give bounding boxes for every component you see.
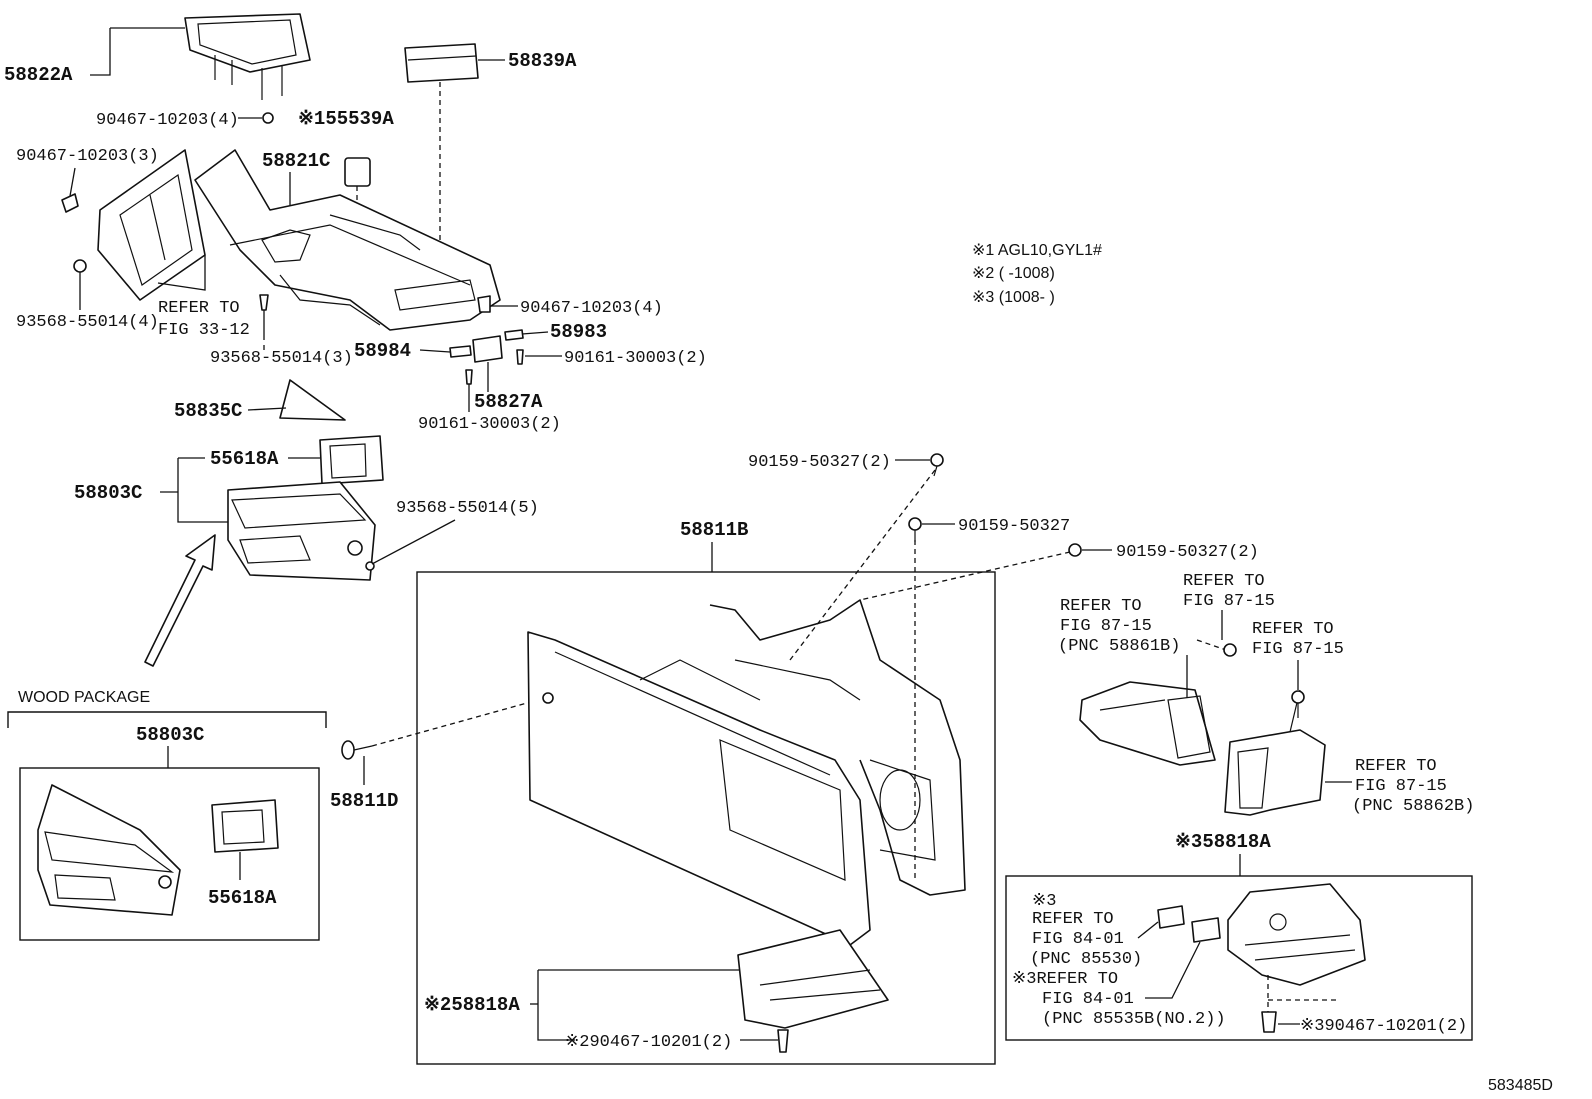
arrow-icon <box>144 534 216 667</box>
label-90467-10203-3: 90467-10203(3) <box>16 147 159 166</box>
label-refer-87-a1: REFER TO <box>1060 597 1142 616</box>
label-93568-55014-3: 93568-55014(3) <box>210 349 353 368</box>
label-90159-50327-2-b: 90159-50327(2) <box>1116 543 1259 562</box>
label-refer-84-b1: ※3REFER TO <box>1012 970 1118 989</box>
part-55618A-wood-drawing <box>211 799 279 853</box>
label-fig-33-12: FIG 33-12 <box>158 321 250 340</box>
part-58821C-drawing <box>194 149 501 331</box>
note-2: ※2 ( -1008) <box>972 265 1055 282</box>
label-155539A: ※155539A <box>298 108 394 130</box>
note-1: ※1 AGL10,GYL1# <box>972 242 1102 259</box>
part-58827A-drawing <box>449 329 524 385</box>
note-3: ※3 (1008- ) <box>972 289 1055 306</box>
part-58818A-2-drawing <box>737 929 889 1053</box>
part-58839A-drawing <box>404 43 479 83</box>
label-58818A-2: ※258818A <box>424 994 520 1016</box>
label-58984: 58984 <box>354 340 411 362</box>
part-duct-right-drawing <box>1224 689 1326 816</box>
label-58983: 58983 <box>550 321 607 343</box>
label-90161-30003-2-a: 90161-30003(2) <box>564 349 707 368</box>
label-refer-84-b2: FIG 84-01 <box>1042 990 1134 1009</box>
part-58811D-drawing <box>341 740 373 760</box>
figure-code: 583485D <box>1488 1077 1553 1094</box>
label-90159-50327-2-a: 90159-50327(2) <box>748 453 891 472</box>
label-refer-87-b1: REFER TO <box>1183 572 1265 591</box>
label-58821C: 58821C <box>262 150 330 172</box>
label-90467-10203-4-mid: 90467-10203(4) <box>520 299 663 318</box>
label-refer-87-c1: REFER TO <box>1252 620 1334 639</box>
part-bracket-drawing <box>61 149 206 301</box>
label-58839A: 58839A <box>508 50 577 72</box>
part-58818A-3-drawing <box>1227 883 1366 986</box>
label-refer-87-d3: (PNC 58862B) <box>1352 797 1474 816</box>
label-90467-10201-2-b: ※390467-10201(2) <box>1300 1017 1467 1036</box>
label-58835C: 58835C <box>174 400 242 422</box>
part-55618A-drawing <box>319 435 384 485</box>
clip-icon <box>1261 1011 1277 1033</box>
label-refer-84-b3: (PNC 85535B(NO.2)) <box>1042 1010 1226 1029</box>
part-58822A-drawing <box>184 13 311 124</box>
part-58803C-drawing <box>227 481 376 581</box>
part-58835C-drawing <box>279 379 346 421</box>
label-58811B: 58811B <box>680 519 748 541</box>
label-93568-55014-5: 93568-55014(5) <box>396 499 539 518</box>
label-refer-84-a0: ※3 <box>1032 892 1056 911</box>
part-58803C-wood-drawing <box>37 784 181 916</box>
label-90161-30003-2-b: 90161-30003(2) <box>418 415 561 434</box>
label-wood-package: WOOD PACKAGE <box>18 689 150 706</box>
58818A-3-frame <box>1005 875 1473 1041</box>
part-socket-drawing <box>1157 905 1221 943</box>
label-55618A-wood: 55618A <box>208 887 277 909</box>
label-refer-87-c2: FIG 87-15 <box>1252 640 1344 659</box>
label-refer-87-a3: (PNC 58861B) <box>1058 637 1180 656</box>
label-93568-55014-4: 93568-55014(4) <box>16 313 159 332</box>
screw-icon <box>259 294 269 311</box>
label-refer-87-a2: FIG 87-15 <box>1060 617 1152 636</box>
label-55618A: 55618A <box>210 448 279 470</box>
label-58803C-wood: 58803C <box>136 724 204 746</box>
part-duct-left-drawing <box>1079 681 1216 766</box>
part-58811B-drawing <box>527 599 966 946</box>
part-155539A-drawing <box>344 157 371 187</box>
58811B-frame <box>416 571 996 1065</box>
label-90467-10201-2-a: ※290467-10201(2) <box>565 1033 732 1052</box>
label-refer-to-33: REFER TO <box>158 299 240 318</box>
label-58818A-3: ※358818A <box>1175 831 1271 853</box>
label-refer-87-d1: REFER TO <box>1355 757 1437 776</box>
label-58822A: 58822A <box>4 64 73 86</box>
wood-package-frame <box>19 767 320 941</box>
label-58827A: 58827A <box>474 391 543 413</box>
bolt-icon-duct <box>1223 643 1237 657</box>
label-refer-84-a3: (PNC 85530) <box>1030 950 1142 969</box>
label-58803C: 58803C <box>74 482 142 504</box>
label-58811D: 58811D <box>330 790 398 812</box>
label-90467-10203-4-top: 90467-10203(4) <box>96 111 239 130</box>
bolt-icon <box>908 453 1082 557</box>
label-90159-50327: 90159-50327 <box>958 517 1070 536</box>
label-refer-87-d2: FIG 87-15 <box>1355 777 1447 796</box>
label-refer-84-a1: REFER TO <box>1032 910 1114 929</box>
label-refer-84-a2: FIG 84-01 <box>1032 930 1124 949</box>
label-refer-87-b2: FIG 87-15 <box>1183 592 1275 611</box>
